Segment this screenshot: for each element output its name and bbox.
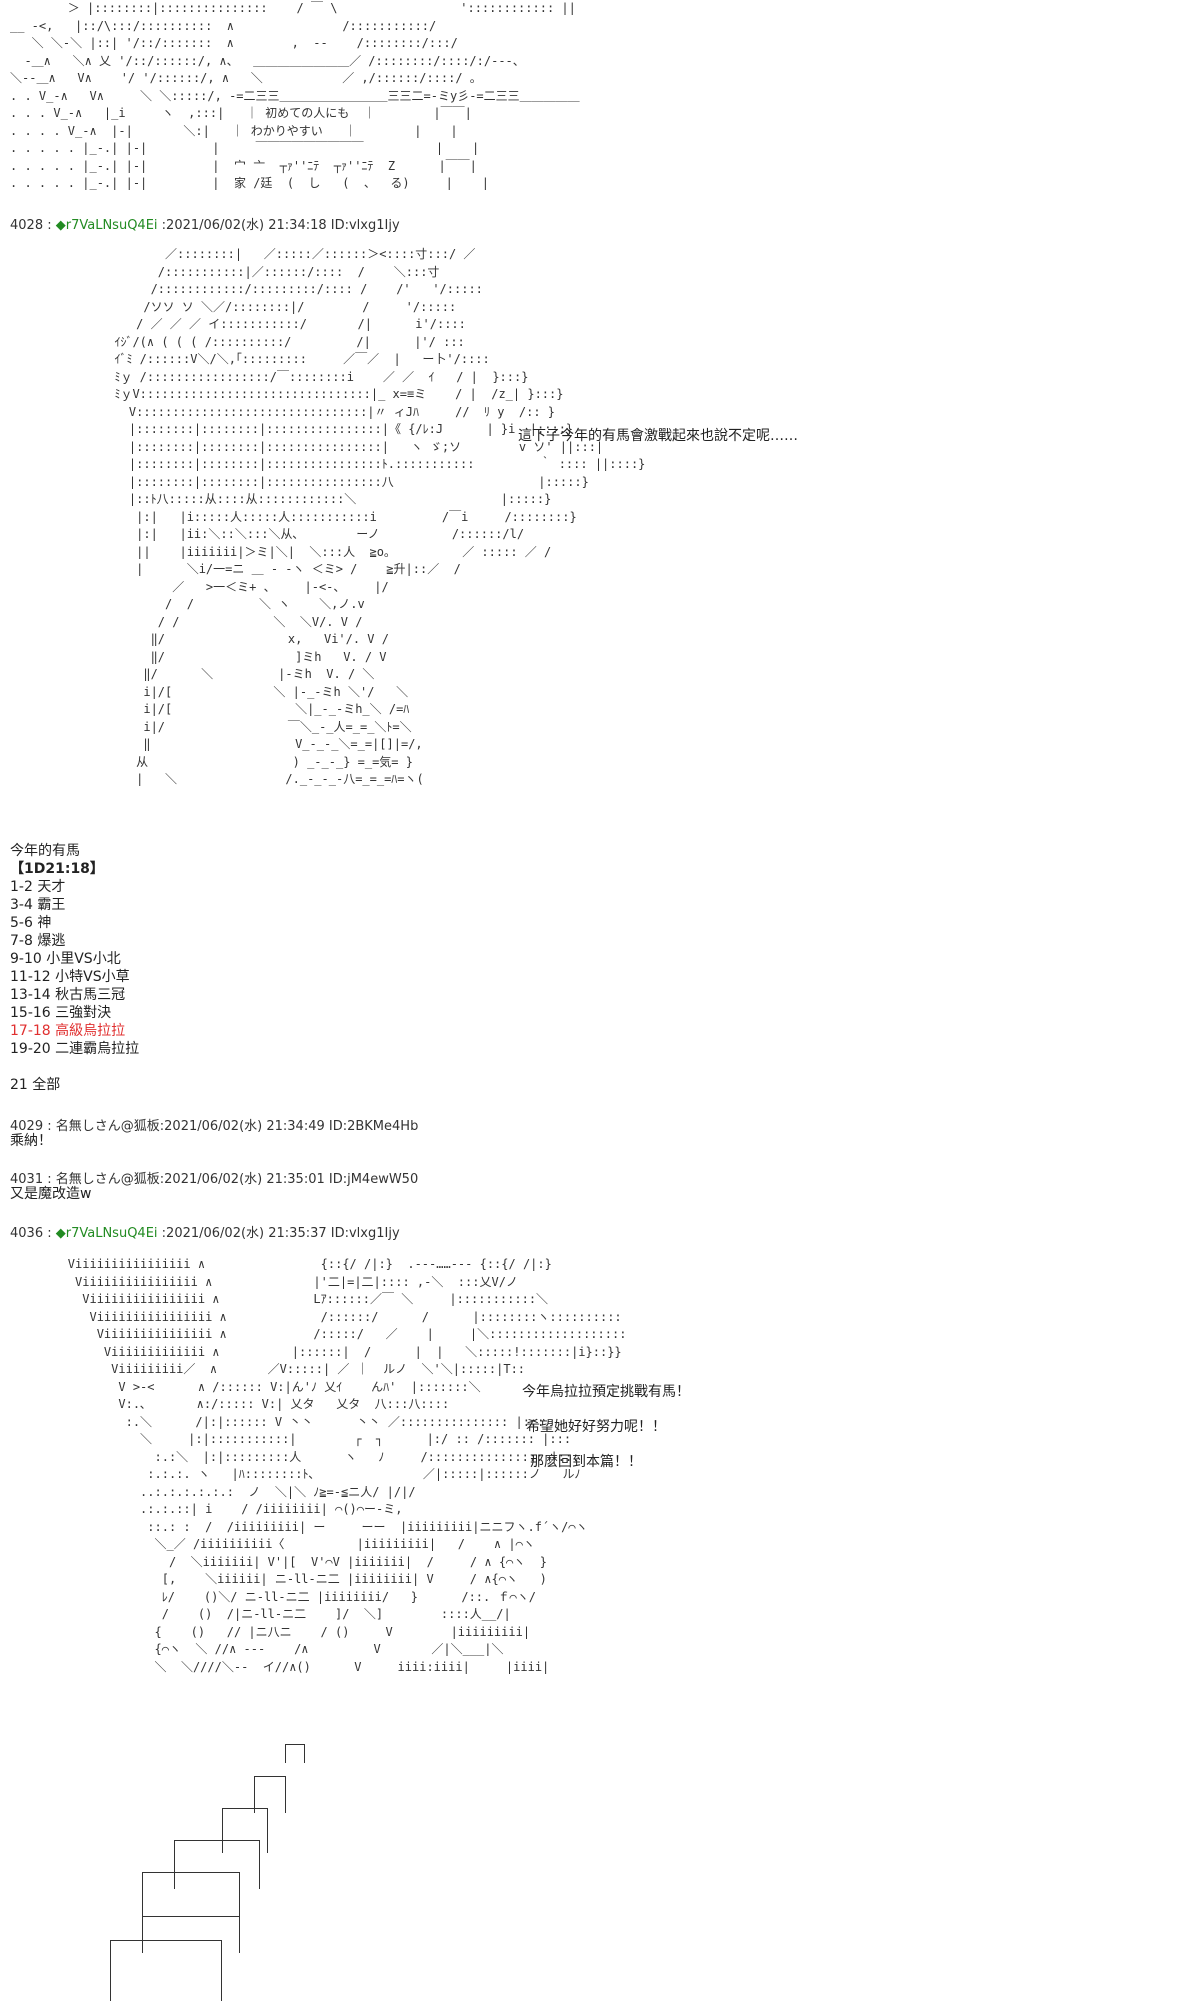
post-header-4036: 4036 : ◆r7VaLNsuQ4Ei :2021/06/02(水) 21:3… <box>10 1222 400 1241</box>
post-header-4028: 4028 : ◆r7VaLNsuQ4Ei :2021/06/02(水) 21:3… <box>10 214 400 233</box>
roll-row: 9-10 小里VS小北 <box>10 950 139 968</box>
poster-name[interactable]: 名無しさん@狐板 <box>55 1119 160 1134</box>
roll-range: 19-20 <box>10 1041 51 1057</box>
roll-row: 3-4 霸王 <box>10 896 139 914</box>
roll-label: 二連霸烏拉拉 <box>55 1041 140 1057</box>
stair-step <box>110 1940 222 2001</box>
stair-step <box>254 1776 286 1813</box>
post-number[interactable]: 4029 <box>10 1119 44 1134</box>
post-separator: : <box>43 1119 56 1134</box>
roll-label: 秋古馬三冠 <box>55 987 126 1003</box>
roll-all: 21 全部 <box>10 1077 61 1093</box>
post-meta: :2021/06/02(水) 21:35:01 ID:jM4ewW50 <box>159 1172 419 1187</box>
post-body-4031: 又是魔改造w <box>10 1186 92 1202</box>
stair-step <box>142 1916 240 1953</box>
roll-range: 1-2 <box>10 879 33 895</box>
poster-name[interactable]: 名無しさん@狐板 <box>55 1172 160 1187</box>
stair-step <box>285 1744 305 1763</box>
roll-range: 7-8 <box>10 933 33 949</box>
roll-label: 爆逃 <box>37 933 66 949</box>
speech-line-3: 那麽回到本篇！！ <box>530 1454 642 1470</box>
post-meta: :2021/06/02(水) 21:34:49 ID:2BKMe4Hb <box>159 1119 419 1134</box>
roll-row: 7-8 爆逃 <box>10 932 139 950</box>
post-meta: :2021/06/02(水) 21:34:18 ID:vlxg1Ijy <box>157 218 400 233</box>
post-meta: :2021/06/02(水) 21:35:37 ID:vlxg1Ijy <box>157 1226 400 1241</box>
trip-diamond-icon: ◆ <box>55 1226 66 1241</box>
roll-range: 15-16 <box>10 1005 51 1021</box>
roll-row: 11-12 小特VS小草 <box>10 968 139 986</box>
post-body-4029: 乘納！ <box>10 1133 52 1149</box>
post-header-4031: 4031 : 名無しさん@狐板:2021/06/02(水) 21:35:01 I… <box>10 1168 418 1187</box>
roll-row: 15-16 三強對決 <box>10 1004 139 1022</box>
roll-range: 3-4 <box>10 897 33 913</box>
post-number[interactable]: 4031 <box>10 1172 44 1187</box>
post-separator: : <box>43 218 56 233</box>
roll-range: 11-12 <box>10 969 51 985</box>
ascii-art-girl: ／::::::::| ／:::::／::::::＞<::::寸:::/ ／ /:… <box>114 247 646 786</box>
post-separator: : <box>43 1172 56 1187</box>
ascii-art-top: ＞ |::::::::|::::::::::::::: / ￣ \ ':::::… <box>10 1 580 190</box>
poster-name[interactable]: r7VaLNsuQ4Ei <box>65 218 158 233</box>
roll-label: 霸王 <box>37 897 66 913</box>
roll-range: 9-10 <box>10 951 42 967</box>
roll-label: 三強對決 <box>55 1005 112 1021</box>
roll-row: 1-2 天才 <box>10 878 139 896</box>
roll-row: 19-20 二連霸烏拉拉 <box>10 1040 139 1058</box>
roll-label: 高級烏拉拉 <box>55 1023 126 1039</box>
post-number[interactable]: 4036 <box>10 1226 44 1241</box>
roll-row: 5-6 神 <box>10 914 139 932</box>
roll-label: 神 <box>37 915 52 931</box>
roll-range: 5-6 <box>10 915 33 931</box>
dice-result: 【1D21:18】 <box>10 861 104 877</box>
roll-row: 17-18 高級烏拉拉 <box>10 1022 139 1040</box>
speech-line-1: 今年烏拉拉預定挑戰有馬！ <box>522 1384 690 1400</box>
roll-label: 小特VS小草 <box>55 969 130 985</box>
roll-range: 17-18 <box>10 1023 51 1039</box>
roll-range: 13-14 <box>10 987 51 1003</box>
speech-text: 這下子今年的有馬會激戰起來也說不定呢…… <box>518 428 798 444</box>
post-separator: : <box>43 1226 56 1241</box>
roll-label: 小里VS小北 <box>46 951 121 967</box>
roll-row: 13-14 秋古馬三冠 <box>10 986 139 1004</box>
roll-label: 天才 <box>37 879 66 895</box>
post-header-4029: 4029 : 名無しさん@狐板:2021/06/02(水) 21:34:49 I… <box>10 1115 418 1134</box>
poster-name[interactable]: r7VaLNsuQ4Ei <box>65 1226 158 1241</box>
stair-step <box>174 1840 260 1889</box>
trip-diamond-icon: ◆ <box>55 218 66 233</box>
stair-step <box>142 1872 240 1929</box>
ascii-art-girl-2: Viiiiiiiiiiiiiiii ∧ {::{/ /|:} .‐‐-……‐‐-… <box>67 1257 627 1674</box>
post-number[interactable]: 4028 <box>10 218 44 233</box>
speech-line-2: 希望她好好努力呢！！ <box>526 1419 666 1435</box>
stair-step <box>222 1808 268 1853</box>
roll-title: 今年的有馬 <box>10 843 80 859</box>
